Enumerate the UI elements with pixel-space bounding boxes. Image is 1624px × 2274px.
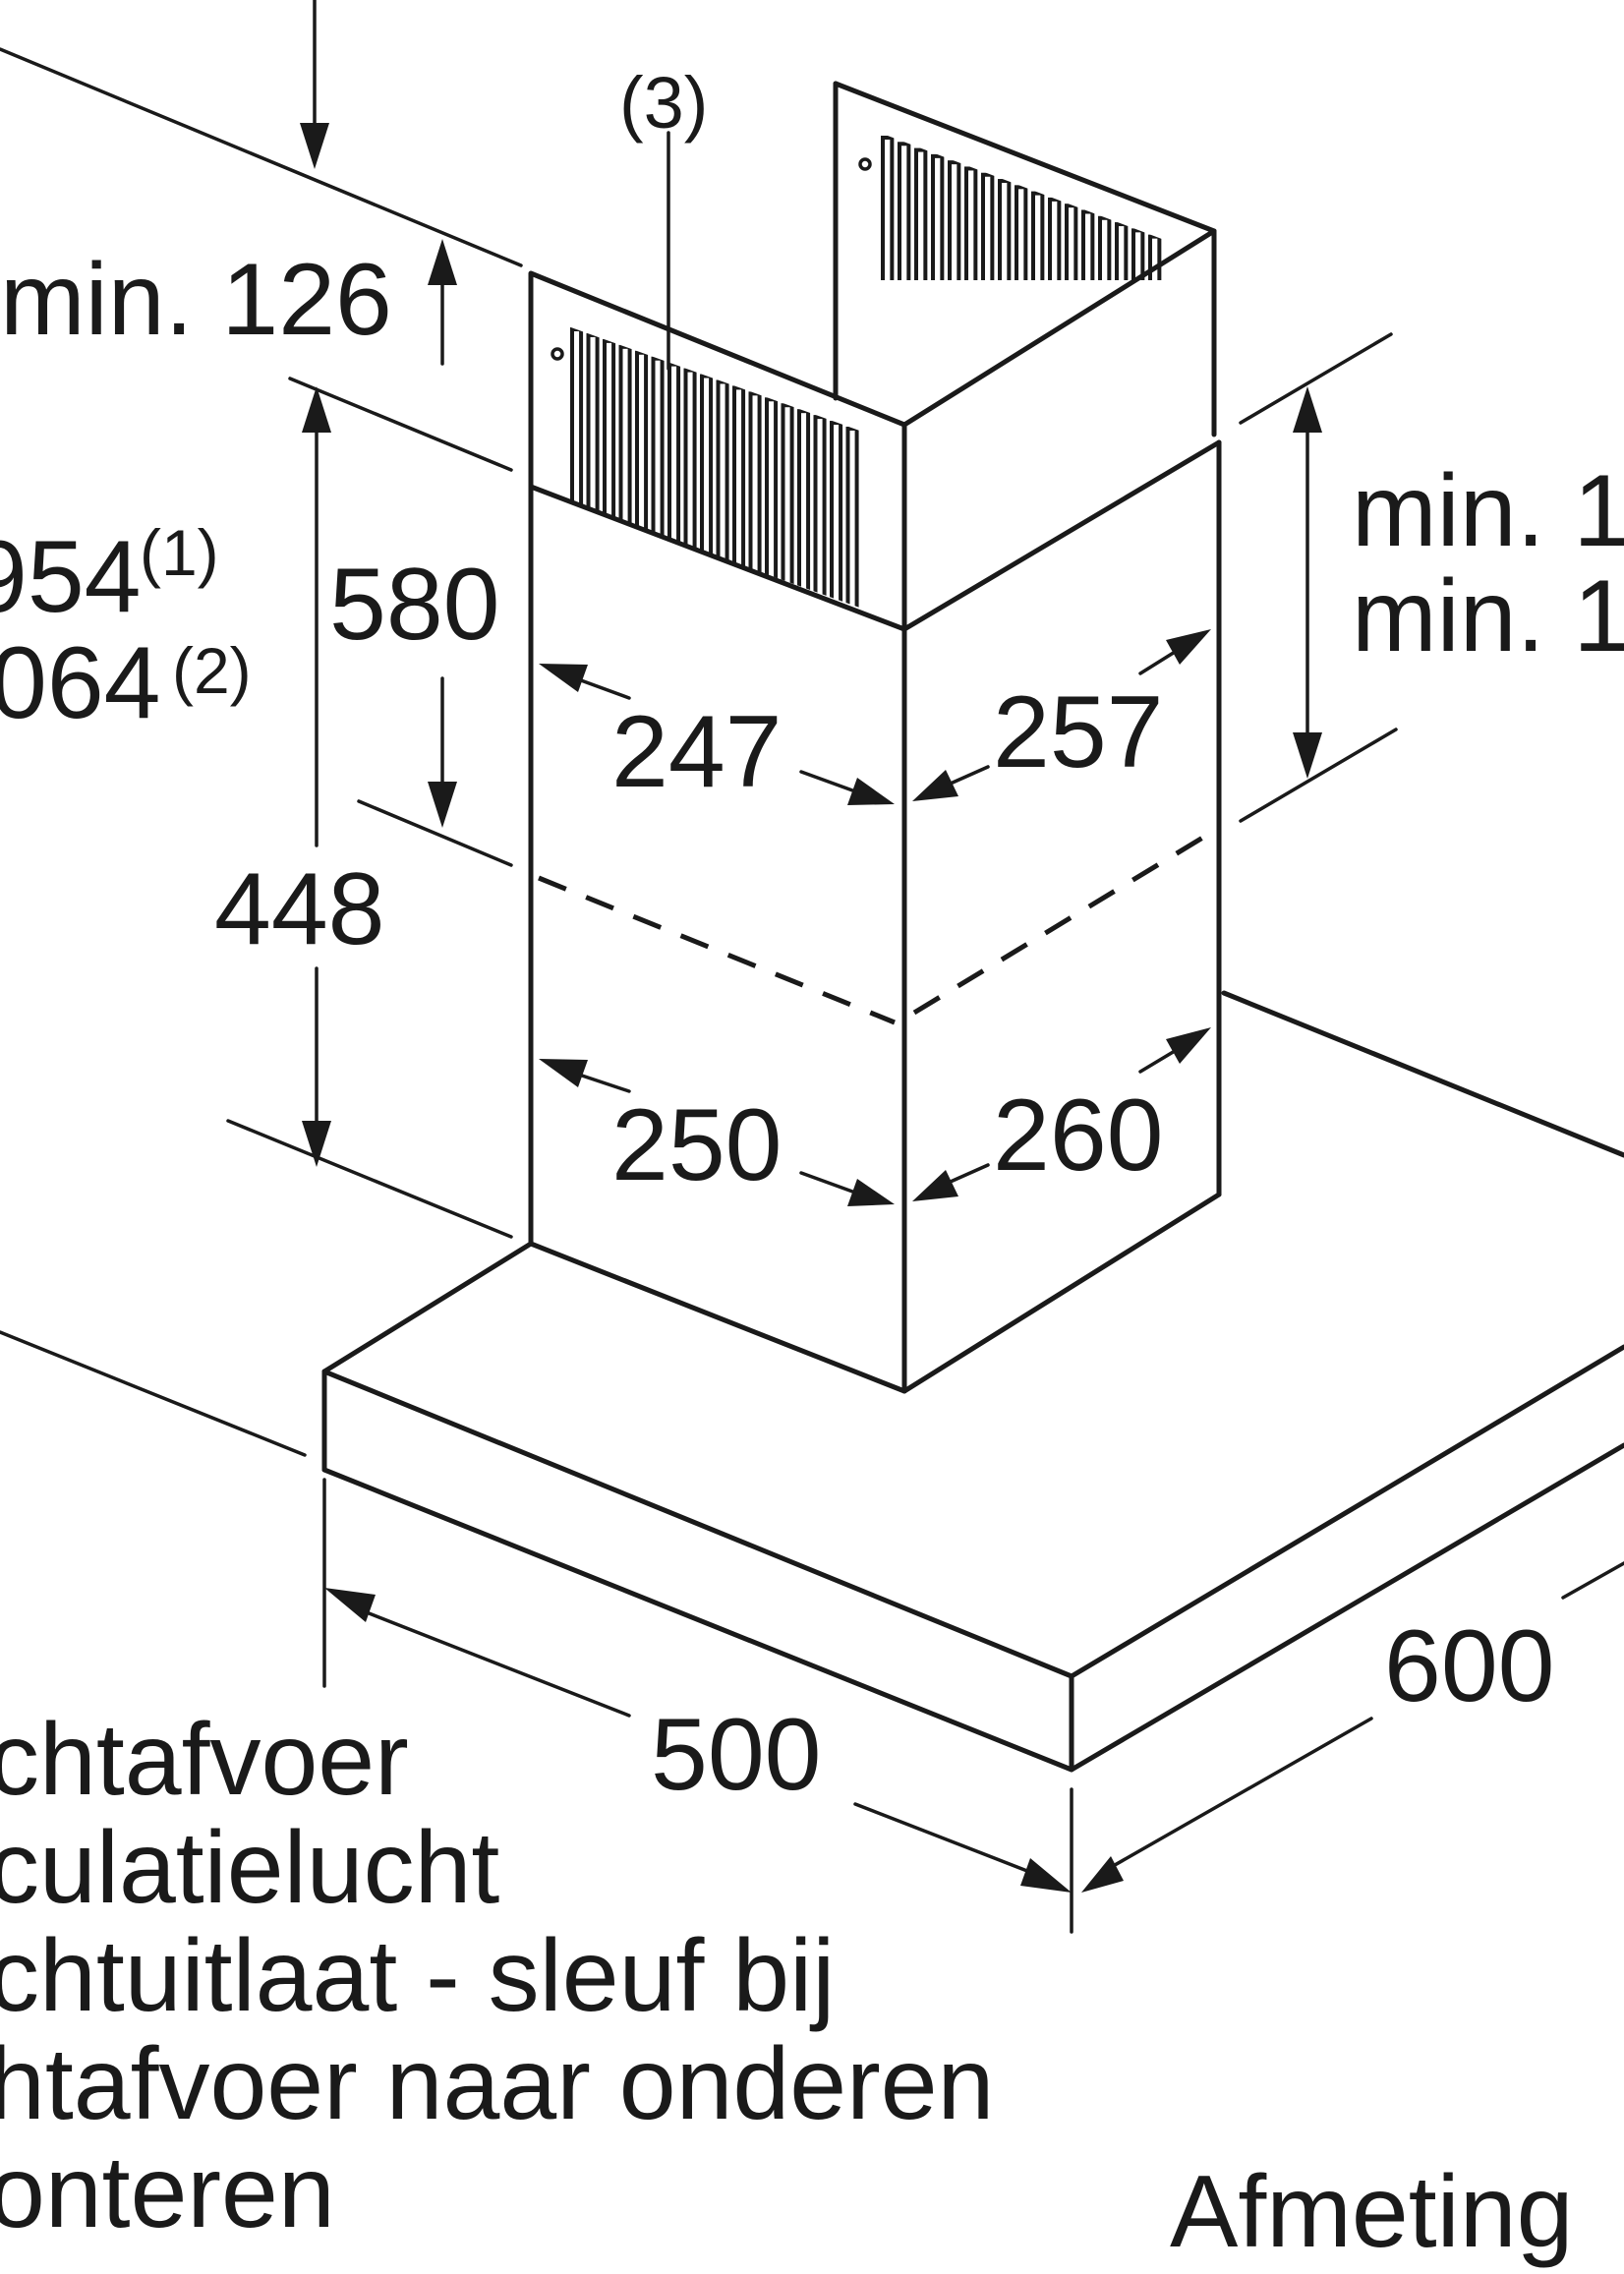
- vent-grille-right: [881, 136, 1162, 280]
- label-callout-3: (3): [619, 62, 708, 144]
- grille-slat: [683, 368, 697, 559]
- grille-slat: [948, 160, 961, 280]
- dimension-labels: (3) min. 126 954 (1) 064 (2) 580 448 247…: [0, 62, 1624, 1812]
- grille-slat: [964, 166, 978, 280]
- legend-line-1: chtafvoer: [0, 1703, 409, 1817]
- label-500: 500: [651, 1698, 822, 1812]
- label-250: 250: [611, 1088, 783, 1202]
- legend-line-4: htafvoer naar onderen: [0, 2027, 994, 2141]
- grille-slat: [914, 147, 928, 280]
- grille-slat: [570, 327, 584, 518]
- grille-slat: [603, 338, 616, 530]
- grille-slat: [1065, 204, 1078, 280]
- label-600: 600: [1384, 1609, 1555, 1723]
- grille-slat: [1015, 185, 1028, 280]
- grille-slat: [881, 136, 895, 280]
- grille-slat: [1098, 215, 1112, 280]
- reference-lines: [0, 47, 1624, 1934]
- grille-slat: [1081, 209, 1095, 280]
- dimension-arrows: [300, 0, 1373, 1893]
- grille-slat: [797, 409, 811, 601]
- grille-slat: [998, 179, 1012, 280]
- grille-slat: [1148, 234, 1162, 280]
- grille-slat: [830, 421, 843, 610]
- grille-slat: [732, 385, 746, 577]
- legend-line-5: onteren: [0, 2135, 335, 2249]
- grille-slat: [813, 415, 827, 607]
- grille-slat: [748, 391, 762, 583]
- grille-slat: [1048, 197, 1062, 280]
- grille-slat: [1031, 191, 1045, 280]
- grille-slat: [931, 153, 945, 280]
- lower-duct-section: [528, 439, 1222, 1394]
- footer-label: Afmeting: [1170, 2155, 1573, 2269]
- grille-slat: [765, 397, 779, 589]
- label-954: 954: [0, 520, 142, 634]
- label-260: 260: [993, 1079, 1164, 1193]
- grille-slat: [898, 142, 911, 280]
- label-1064: 064: [0, 626, 161, 740]
- label-954-note: (1): [140, 516, 219, 589]
- grille-slat: [1131, 228, 1145, 280]
- grille-slat: [586, 332, 600, 524]
- label-448: 448: [214, 852, 385, 966]
- hood-canopy: [321, 990, 1624, 1773]
- grille-slat: [667, 362, 681, 554]
- grille-slat: [716, 379, 729, 571]
- upper-duct-section: [528, 81, 1217, 632]
- grille-slat: [618, 344, 632, 536]
- label-580: 580: [329, 548, 500, 662]
- label-min-126: min. 126: [0, 243, 392, 357]
- legend-line-2: culatielucht: [0, 1811, 499, 1925]
- label-257: 257: [993, 675, 1164, 789]
- label-1064-note: (2): [172, 634, 252, 707]
- grille-slat: [700, 374, 714, 565]
- label-min-right-1: min. 1: [1352, 454, 1624, 568]
- vent-grille-left: [570, 327, 859, 610]
- grille-slat: [635, 350, 649, 542]
- grille-slat: [651, 356, 665, 548]
- legend-line-3: chtuitlaat - sleuf bij: [0, 1919, 835, 2033]
- grille-slat: [781, 403, 794, 595]
- grille-slat: [981, 172, 995, 280]
- label-min-right-2: min. 1: [1352, 559, 1624, 673]
- legend: chtafvoer culatielucht chtuitlaat - sleu…: [0, 1703, 1573, 2269]
- grille-slat: [845, 426, 859, 610]
- grille-slat: [1115, 222, 1129, 280]
- label-247: 247: [611, 695, 783, 809]
